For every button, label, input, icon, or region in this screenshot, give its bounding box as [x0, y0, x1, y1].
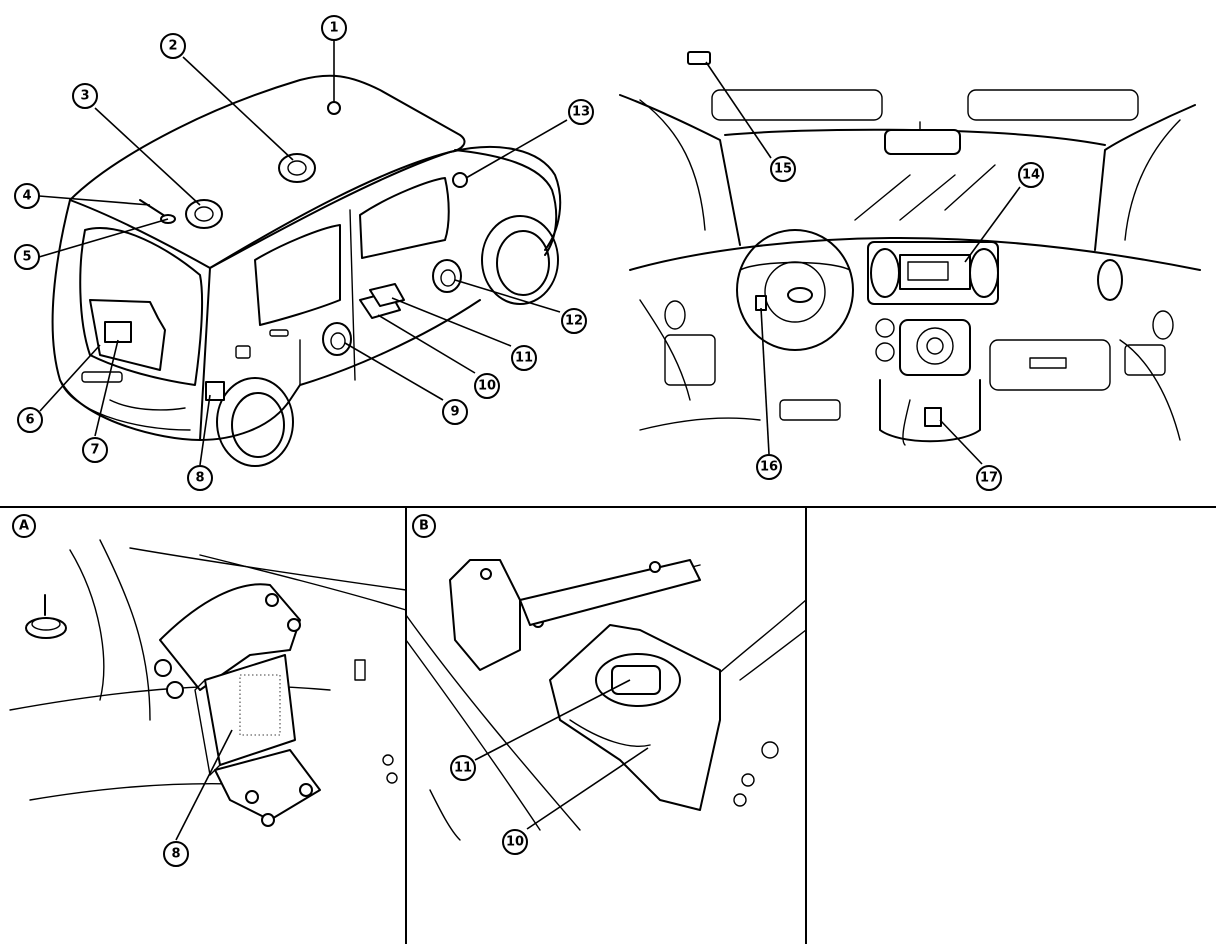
- callout-c13: 13: [568, 99, 594, 125]
- callout-circle: [502, 829, 528, 855]
- callout-c1: 1: [321, 15, 347, 41]
- panel-dividers: [0, 506, 1216, 944]
- callout-label: 6: [25, 413, 34, 428]
- callout-circle: [17, 407, 43, 433]
- callout-circle: [770, 156, 796, 182]
- callout-c17: 17: [976, 465, 1002, 491]
- callout-circle: [442, 399, 468, 425]
- callout-circle: [321, 15, 347, 41]
- leader-lines: [38, 40, 1021, 841]
- callout-label: 4: [22, 189, 31, 204]
- callout-circle: [561, 308, 587, 334]
- exterior-vehicle-illustration: [51, 74, 562, 467]
- callout-c15: 15: [770, 156, 796, 182]
- callout-c2: 2: [160, 33, 186, 59]
- detail-b-illustration: [405, 559, 807, 841]
- detail-a-illustration: [9, 539, 407, 827]
- callout-circle: [82, 437, 108, 463]
- panel-letter-b-text: B: [419, 519, 429, 534]
- callout-label: 11: [515, 351, 533, 366]
- callout-circle: [568, 99, 594, 125]
- callout-c14: 14: [1018, 162, 1044, 188]
- callout-circle: [450, 755, 476, 781]
- callout-circle: [511, 345, 537, 371]
- callout-c10: 10: [474, 373, 500, 399]
- callout-label: 5: [22, 250, 31, 265]
- callout-label: 7: [90, 443, 99, 458]
- panel-letter-b: B: [412, 514, 436, 538]
- callout-c5: 5: [14, 244, 40, 270]
- callout-circle: [976, 465, 1002, 491]
- callout-label: 15: [774, 162, 792, 177]
- callout-label: 10: [506, 835, 524, 850]
- callout-c3: 3: [72, 83, 98, 109]
- callout-circle: [756, 454, 782, 480]
- callout-cB10: 10: [502, 829, 528, 855]
- callout-label: 14: [1022, 168, 1040, 183]
- callout-label: 8: [195, 471, 204, 486]
- callout-label: 2: [168, 39, 177, 54]
- callout-c16: 16: [756, 454, 782, 480]
- callout-cB11: 11: [450, 755, 476, 781]
- callout-label: 1: [329, 21, 338, 36]
- callout-cA8: 8: [163, 841, 189, 867]
- callout-label: 13: [572, 105, 590, 120]
- callout-label: 11: [454, 761, 472, 776]
- callout-label: 16: [760, 460, 778, 475]
- callout-c8: 8: [187, 465, 213, 491]
- callout-circle: [474, 373, 500, 399]
- callout-circle: [187, 465, 213, 491]
- callout-label: 17: [980, 471, 998, 486]
- callout-circle: [1018, 162, 1044, 188]
- callout-c12: 12: [561, 308, 587, 334]
- interior-cabin-illustration: [619, 51, 1201, 446]
- callout-circle: [163, 841, 189, 867]
- callout-c6: 6: [17, 407, 43, 433]
- callout-circle: [14, 244, 40, 270]
- callout-label: 9: [450, 405, 459, 420]
- panel-letter-a: A: [12, 514, 36, 538]
- callout-label: 8: [171, 847, 180, 862]
- callout-label: 10: [478, 379, 496, 394]
- callout-label: 3: [80, 89, 89, 104]
- callout-label: 12: [565, 314, 583, 329]
- callout-circle: [160, 33, 186, 59]
- callout-c11: 11: [511, 345, 537, 371]
- callout-c7: 7: [82, 437, 108, 463]
- callout-circle: [72, 83, 98, 109]
- callout-c9: 9: [442, 399, 468, 425]
- callout-c4: 4: [14, 183, 40, 209]
- callout-circle: [14, 183, 40, 209]
- panel-letter-a-text: A: [19, 519, 29, 534]
